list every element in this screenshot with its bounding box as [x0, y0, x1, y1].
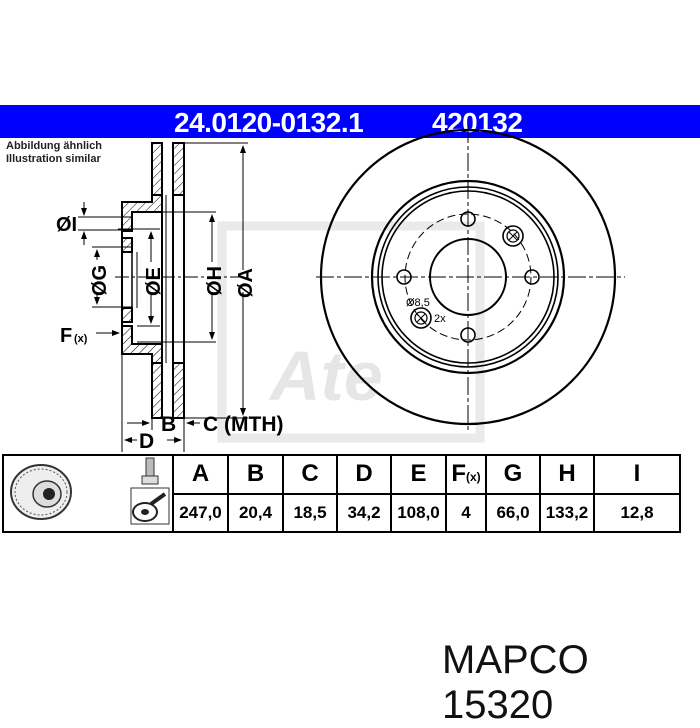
- value-b: 20,4: [227, 492, 284, 533]
- svg-text:Ate: Ate: [268, 337, 383, 415]
- label-dia-g: ØG: [89, 265, 111, 296]
- product-thumbnails: [2, 454, 174, 533]
- hole-diameter-label: Ø8,5: [406, 297, 430, 309]
- front-view: [316, 125, 625, 432]
- col-header-i: I: [593, 454, 681, 495]
- label-b: B: [161, 413, 176, 436]
- value-g: 66,0: [485, 492, 541, 533]
- value-e: 108,0: [390, 492, 447, 533]
- note-english: Illustration similar: [6, 153, 101, 165]
- label-dia-e: ØE: [143, 267, 165, 296]
- locating-hole-upper: [502, 225, 524, 247]
- title-banner: 24.0120-0132.1 420132: [0, 105, 700, 138]
- note-german: Abbildung ähnlich: [6, 140, 102, 152]
- value-i: 12,8: [593, 492, 681, 533]
- col-header-e: E: [390, 454, 447, 495]
- col-header-f-sub: (x): [466, 470, 481, 485]
- hole-count-label: 2x: [434, 313, 446, 325]
- section-labels: ØI ØG ØE ØH ØA F (x) B C (MTH) D: [56, 214, 283, 453]
- disc-thumbnail-icon: [10, 457, 170, 525]
- col-header-f-label: F: [451, 460, 466, 488]
- label-dia-i: ØI: [56, 214, 77, 236]
- col-header-d: D: [336, 454, 392, 495]
- spec-table: A B C D E F(x) G H I 247,0 20,4 18,5 34,…: [2, 454, 681, 533]
- cross-section-view: [78, 142, 248, 452]
- col-header-a: A: [172, 454, 229, 495]
- value-d: 34,2: [336, 492, 392, 533]
- illustration-note: Abbildung ähnlich Illustration similar: [6, 140, 102, 166]
- label-dia-a: ØA: [235, 268, 257, 298]
- col-header-h: H: [539, 454, 595, 495]
- value-c: 18,5: [282, 492, 338, 533]
- label-f: F: [60, 325, 72, 347]
- col-header-g: G: [485, 454, 541, 495]
- technical-drawing: Ate: [56, 125, 625, 453]
- part-number: 24.0120-0132.1: [174, 107, 364, 138]
- value-f: 4: [445, 492, 487, 533]
- bolt-hole: [396, 269, 412, 285]
- label-d: D: [139, 430, 154, 453]
- label-c-mth: C (MTH): [203, 413, 283, 436]
- value-a: 247,0: [172, 492, 229, 533]
- bolt-hole: [524, 269, 540, 285]
- reference-number: 420132: [432, 107, 523, 138]
- bolt-hole: [460, 327, 476, 343]
- ate-watermark: Ate: [217, 221, 485, 443]
- footer-part-code: MAPCO 15320: [442, 638, 589, 727]
- label-f-sub: (x): [74, 333, 88, 345]
- locating-hole-lower: [410, 307, 432, 329]
- col-header-b: B: [227, 454, 284, 495]
- label-dia-h: ØH: [204, 266, 226, 296]
- col-header-c: C: [282, 454, 338, 495]
- value-h: 133,2: [539, 492, 595, 533]
- col-header-f: F(x): [445, 454, 487, 495]
- bolt-hole: [460, 211, 476, 227]
